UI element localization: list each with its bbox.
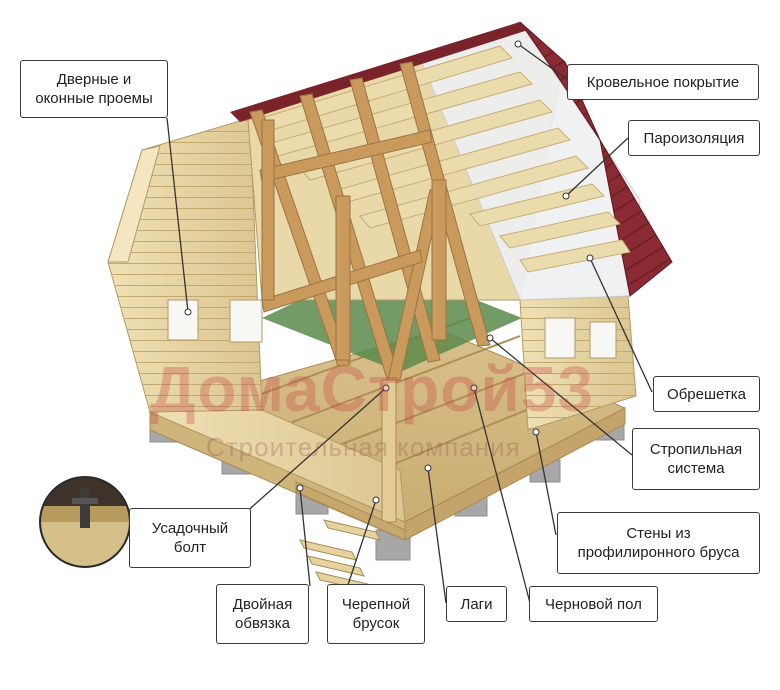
left-wall <box>107 117 263 413</box>
label-rough-floor: Черновой пол <box>529 586 658 622</box>
label-shrink-bolt: Усадочный болт <box>129 508 251 568</box>
corner-post <box>295 379 406 541</box>
rafter-system <box>249 61 491 383</box>
front-wall <box>149 409 406 523</box>
leader-dots <box>184 40 594 504</box>
label-roof-covering: Кровельное покрытие <box>567 64 759 100</box>
label-door-window-openings: Дверные и оконные проемы <box>20 60 168 118</box>
label-vapor-barrier: Пароизоляция <box>628 120 760 156</box>
leader-lines <box>166 43 653 604</box>
stairs <box>299 519 381 593</box>
label-rafter-system: Стропильная система <box>632 428 760 490</box>
watermark-logo: ДомаСтрой53 <box>150 353 594 425</box>
watermark-subtitle: Строительная компания <box>206 432 521 462</box>
label-lathing: Обрешетка <box>653 376 760 412</box>
right-wall <box>519 295 637 431</box>
label-double-strapping: Двойная обвязка <box>216 584 309 644</box>
shrink-bolt-inset <box>39 476 131 568</box>
label-skull-block: Черепной брусок <box>327 584 425 644</box>
label-profiled-timber-walls: Стены из профилиронного бруса <box>557 512 760 574</box>
label-joists: Лаги <box>446 586 507 622</box>
